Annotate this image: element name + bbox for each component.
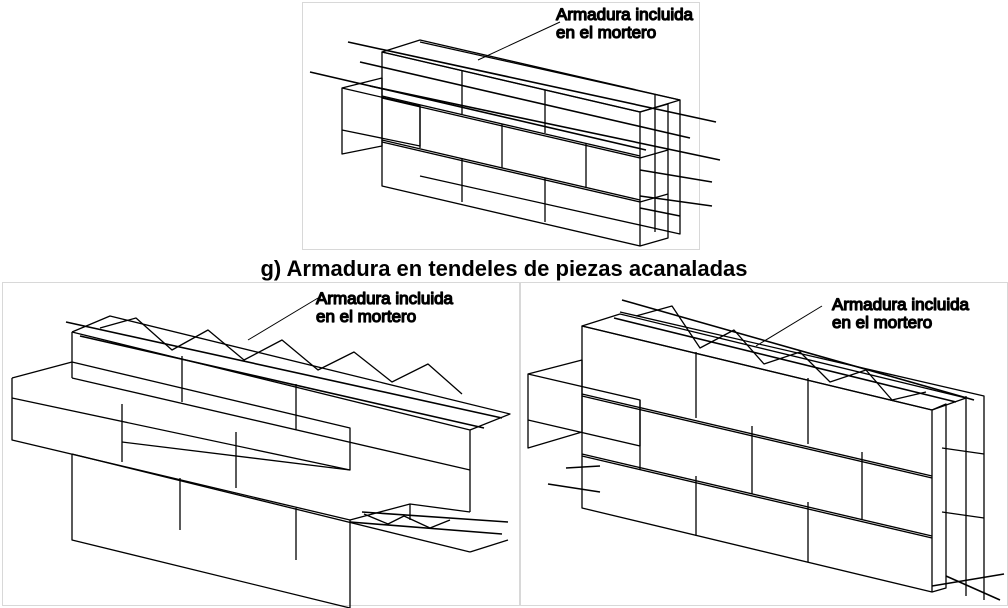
- bottom-left-wall-drawing: [11, 297, 511, 608]
- bottom-right-callout-line1: Armadura incluida: [832, 295, 970, 314]
- top-callout-line1: Armadura incluida: [556, 5, 694, 24]
- top-panel-frame: [302, 2, 700, 250]
- bottom-right-callout-line2: en el mortero: [832, 313, 932, 332]
- top-callout-line2: en el mortero: [556, 23, 656, 42]
- bottom-left-panel-frame: [2, 282, 520, 606]
- bottom-left-callout-line1: Armadura incluida: [316, 289, 454, 308]
- top-wall-drawing: [309, 21, 721, 247]
- figure-caption: g) Armadura en tendeles de piezas acanal…: [260, 256, 748, 281]
- bottom-left-callout-line2: en el mortero: [316, 307, 416, 326]
- bottom-right-wall-drawing: [527, 299, 1005, 601]
